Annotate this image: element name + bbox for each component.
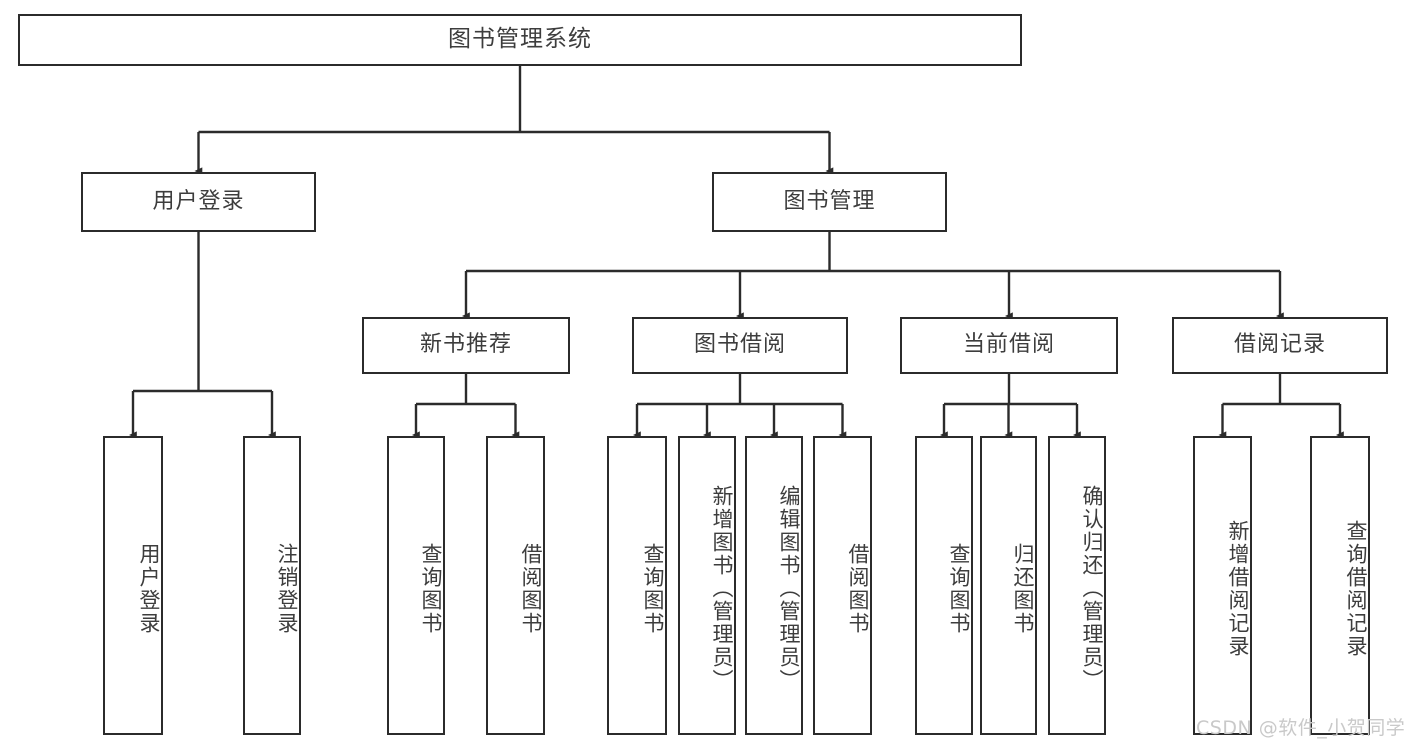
node-label: 注销登录: [275, 542, 299, 635]
node-label: 借阅记录: [1233, 332, 1326, 358]
node-label: 图书管理: [783, 188, 876, 214]
node-label: 查询图书: [641, 542, 665, 635]
node-leaf7[interactable]: 编辑图书（管理员）: [745, 436, 803, 735]
node-leaf5[interactable]: 查询图书: [607, 436, 667, 735]
node-login[interactable]: 用户登录: [81, 172, 316, 232]
node-label: 归还图书: [1011, 542, 1035, 635]
node-label: 用户登录: [152, 188, 245, 214]
node-root[interactable]: 图书管理系统: [18, 14, 1022, 66]
watermark-label: CSDN @软件_小贺同学: [1196, 717, 1405, 739]
node-label: 用户登录: [137, 542, 161, 635]
node-leaf1[interactable]: 用户登录: [103, 436, 163, 735]
node-label: 借阅图书: [846, 542, 870, 635]
node-leaf13[interactable]: 查询借阅记录: [1310, 436, 1370, 735]
node-label: 查询图书: [947, 542, 971, 635]
node-leaf6[interactable]: 新增图书（管理员）: [678, 436, 736, 735]
node-label: 新增图书（管理员）: [710, 485, 734, 692]
node-label: 查询借阅记录: [1344, 519, 1368, 658]
node-label: 图书管理系统: [448, 26, 592, 53]
node-label: 确认归还（管理员）: [1080, 485, 1104, 692]
node-borrow[interactable]: 图书借阅: [632, 317, 848, 374]
node-leaf3[interactable]: 查询图书: [387, 436, 445, 735]
node-label: 借阅图书: [519, 542, 543, 635]
node-leaf10[interactable]: 归还图书: [980, 436, 1037, 735]
node-label: 编辑图书（管理员）: [777, 485, 801, 692]
node-leaf4[interactable]: 借阅图书: [486, 436, 545, 735]
node-label: 图书借阅: [693, 332, 786, 358]
node-label: 新书推荐: [419, 332, 512, 358]
edge-group: [129, 66, 1344, 439]
node-newbook[interactable]: 新书推荐: [362, 317, 570, 374]
node-leaf11[interactable]: 确认归还（管理员）: [1048, 436, 1106, 735]
node-leaf9[interactable]: 查询图书: [915, 436, 973, 735]
node-records[interactable]: 借阅记录: [1172, 317, 1388, 374]
node-label: 当前借阅: [962, 332, 1055, 358]
node-leaf12[interactable]: 新增借阅记录: [1193, 436, 1252, 735]
node-label: 新增借阅记录: [1226, 519, 1250, 658]
node-label: 查询图书: [419, 542, 443, 635]
node-leaf2[interactable]: 注销登录: [243, 436, 301, 735]
node-bookmgmt[interactable]: 图书管理: [712, 172, 947, 232]
node-leaf8[interactable]: 借阅图书: [813, 436, 872, 735]
node-current[interactable]: 当前借阅: [900, 317, 1118, 374]
